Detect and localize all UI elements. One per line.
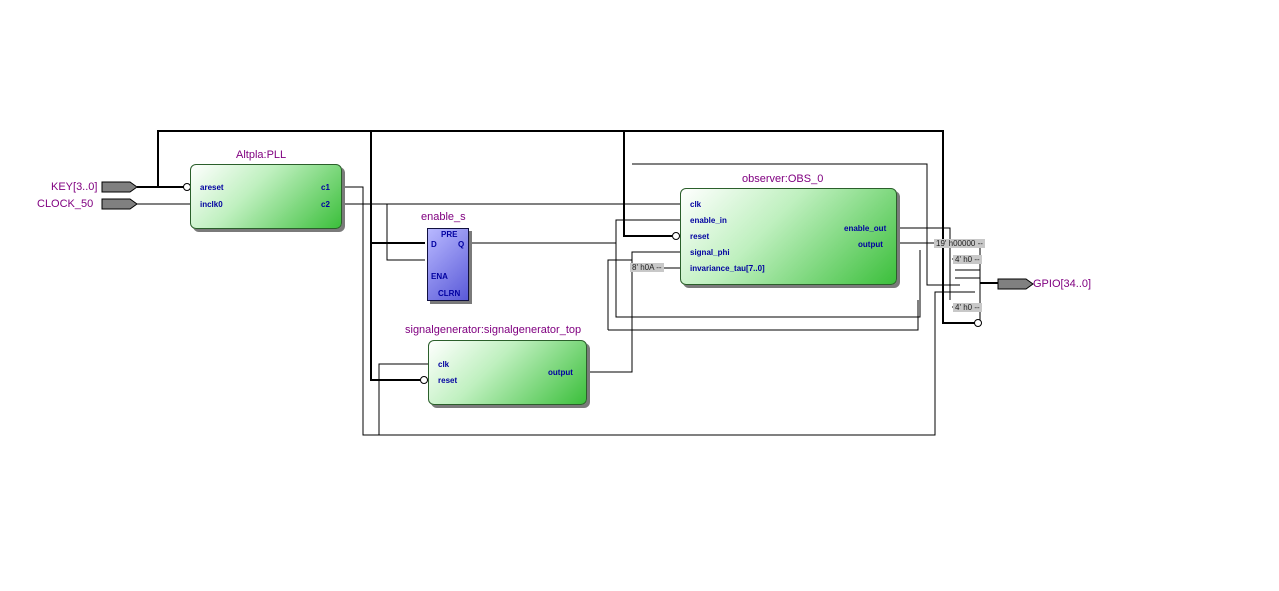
pll-port-areset: areset: [200, 183, 224, 192]
gpio-pin-icon: [997, 278, 1034, 290]
key-bus-wire: [137, 130, 975, 324]
out19-constant: 19' h00000 --: [934, 239, 985, 248]
c4b-constant: 4' h0 --: [953, 303, 982, 312]
dff-q-label: Q: [458, 240, 465, 249]
c1-wire: [342, 186, 975, 436]
c4a-constant: 4' h0 --: [953, 255, 982, 264]
key-to-siggen-reset-wire: [370, 243, 420, 381]
dff-block[interactable]: PRE D Q ENA CLRN: [427, 228, 469, 301]
tau-constant: 8' h0A --: [630, 263, 664, 272]
siggen-port-clk: clk: [438, 360, 450, 369]
siggen-output-wire: [586, 252, 633, 373]
bus-invert-bubble: [974, 319, 982, 327]
obs-port-clk: clk: [690, 200, 702, 209]
siggen-reset-invert-bubble: [420, 376, 428, 384]
c2-to-siggen-clk-wire: [378, 363, 428, 435]
siggen-port-output: output: [548, 368, 573, 377]
key-to-dff-wire: [370, 131, 425, 244]
obs-port-invariance-tau: invariance_tau[7..0]: [690, 264, 765, 273]
pll-title: Altpla:PLL: [236, 149, 287, 161]
gpio-output-label: GPIO[34..0]: [1033, 278, 1092, 290]
enable-out-wire: [896, 227, 951, 300]
obs-port-output: output: [858, 240, 883, 249]
q-to-enable-in-wire: [468, 219, 680, 244]
dff-title: enable_s: [421, 211, 466, 223]
key-input-label: KEY[3..0]: [51, 181, 98, 193]
dff-pre-label: PRE: [441, 230, 458, 239]
pll-port-c1: c1: [321, 183, 330, 192]
dff-ena-label: ENA: [431, 272, 448, 281]
pll-port-c2: c2: [321, 200, 330, 209]
observer-block[interactable]: clk enable_in reset signal_phi invarianc…: [680, 188, 897, 285]
obs-port-reset: reset: [690, 232, 710, 241]
pll-port-inclk0: inclk0: [200, 200, 223, 209]
siggen-port-reset: reset: [438, 376, 458, 385]
siggen-block[interactable]: clk reset output: [428, 340, 587, 405]
dff-d-label: D: [431, 240, 437, 249]
siggen-title: signalgenerator:signalgenerator_top: [405, 324, 582, 336]
clock-pin-icon: [101, 198, 138, 210]
dff-clrn-label: CLRN: [438, 289, 461, 298]
key-pin-icon: [101, 181, 138, 193]
obs-reset-invert-bubble: [672, 232, 680, 240]
key-to-obs-reset-wire: [623, 131, 672, 237]
siggen-feedback-wire: [608, 300, 919, 331]
enable-feedback-wire: [615, 243, 921, 318]
obs-port-signal-phi: signal_phi: [690, 248, 730, 257]
observer-title: observer:OBS_0: [742, 173, 824, 185]
obs-port-enable-in: enable_in: [690, 216, 727, 225]
obs-port-enable-out: enable_out: [844, 224, 887, 233]
pll-block[interactable]: areset inclk0 c1 c2: [190, 164, 342, 229]
c2-to-dff-clk-wire: [386, 204, 425, 261]
clock-input-label: CLOCK_50: [37, 198, 94, 210]
obs-loop-wire: [632, 163, 960, 286]
